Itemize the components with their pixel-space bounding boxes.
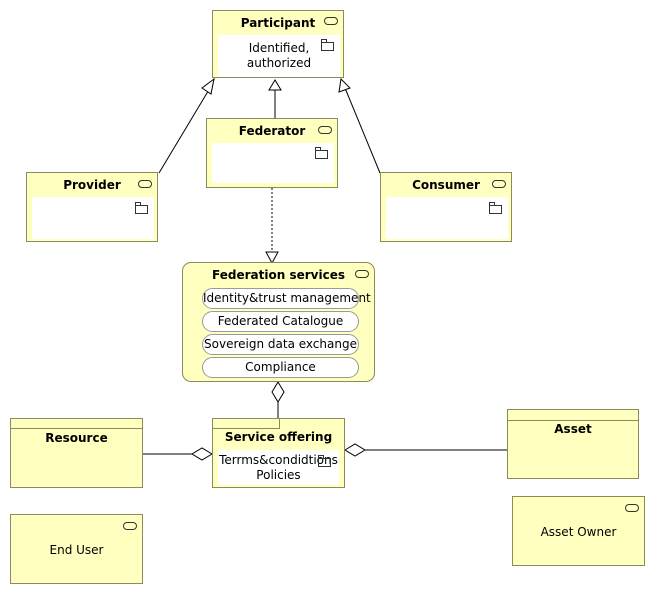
consumer-box[interactable]: Consumer xyxy=(380,172,512,242)
participant-body: Identified, authorized xyxy=(218,35,340,77)
role-icon xyxy=(355,270,369,278)
consumer-title: Consumer xyxy=(412,178,480,192)
resource-title: Resource xyxy=(45,431,108,445)
resource-box[interactable]: Resource xyxy=(10,418,143,488)
realization-arrow xyxy=(265,251,279,265)
folder-icon xyxy=(489,202,502,214)
consumer-participant-link xyxy=(344,87,381,174)
service-pill[interactable]: Federated Catalogue xyxy=(202,311,359,332)
role-icon xyxy=(625,504,639,512)
asset-title: Asset xyxy=(554,422,592,436)
service-offering-body-line2: Policies xyxy=(256,468,301,482)
consumer-body xyxy=(386,197,508,239)
asset-owner-box[interactable]: Asset Owner xyxy=(512,496,645,566)
end-user-box[interactable]: End User xyxy=(10,514,143,584)
role-icon xyxy=(123,522,137,530)
generalization-arrow xyxy=(268,79,282,91)
asset-owner-label: Asset Owner xyxy=(540,525,617,539)
box-divider xyxy=(279,419,280,429)
service-offering-box[interactable]: Service offering Terrms&condidtions Poli… xyxy=(212,418,345,488)
federator-box[interactable]: Federator xyxy=(206,118,338,188)
provider-body xyxy=(32,197,154,239)
role-icon xyxy=(324,17,338,25)
role-icon xyxy=(318,126,332,134)
folder-icon xyxy=(321,39,334,51)
federation-services-box[interactable]: Federation services Identity&trust manag… xyxy=(182,262,375,382)
service-offering-body-line1: Terrms&condidtions xyxy=(219,453,338,467)
participant-body-line1: Identified, xyxy=(248,41,310,55)
asset-box[interactable]: Asset xyxy=(507,409,639,479)
service-offering-title: Service offering xyxy=(224,430,333,444)
role-icon xyxy=(492,180,506,188)
service-offering-body: Terrms&condidtions Policies xyxy=(218,450,339,485)
participant-box[interactable]: Participant Identified, authorized xyxy=(212,10,344,78)
role-icon xyxy=(138,180,152,188)
federation-services-title: Federation services xyxy=(212,268,345,282)
end-user-label: End User xyxy=(49,543,104,557)
participant-title: Participant xyxy=(240,16,316,30)
box-divider xyxy=(11,428,142,429)
aggregation-diamond xyxy=(271,381,285,403)
provider-participant-link xyxy=(158,87,211,174)
generalization-arrow xyxy=(338,77,351,93)
box-divider xyxy=(213,428,279,429)
service-pill[interactable]: Sovereign data exchange xyxy=(202,334,359,355)
aggregation-diamond xyxy=(344,443,366,457)
service-pill[interactable]: Identity&trust management xyxy=(202,288,371,309)
aggregation-diamond xyxy=(191,447,213,461)
folder-icon xyxy=(135,202,148,214)
participant-body-line2: authorized xyxy=(246,56,312,70)
folder-icon xyxy=(318,455,331,467)
folder-icon xyxy=(315,147,328,159)
federator-body xyxy=(212,143,334,183)
provider-box[interactable]: Provider xyxy=(26,172,158,242)
generalization-arrow xyxy=(201,77,215,95)
federator-title: Federator xyxy=(238,124,306,138)
service-pill[interactable]: Compliance xyxy=(202,357,359,378)
provider-title: Provider xyxy=(63,178,121,192)
box-divider xyxy=(508,420,638,421)
